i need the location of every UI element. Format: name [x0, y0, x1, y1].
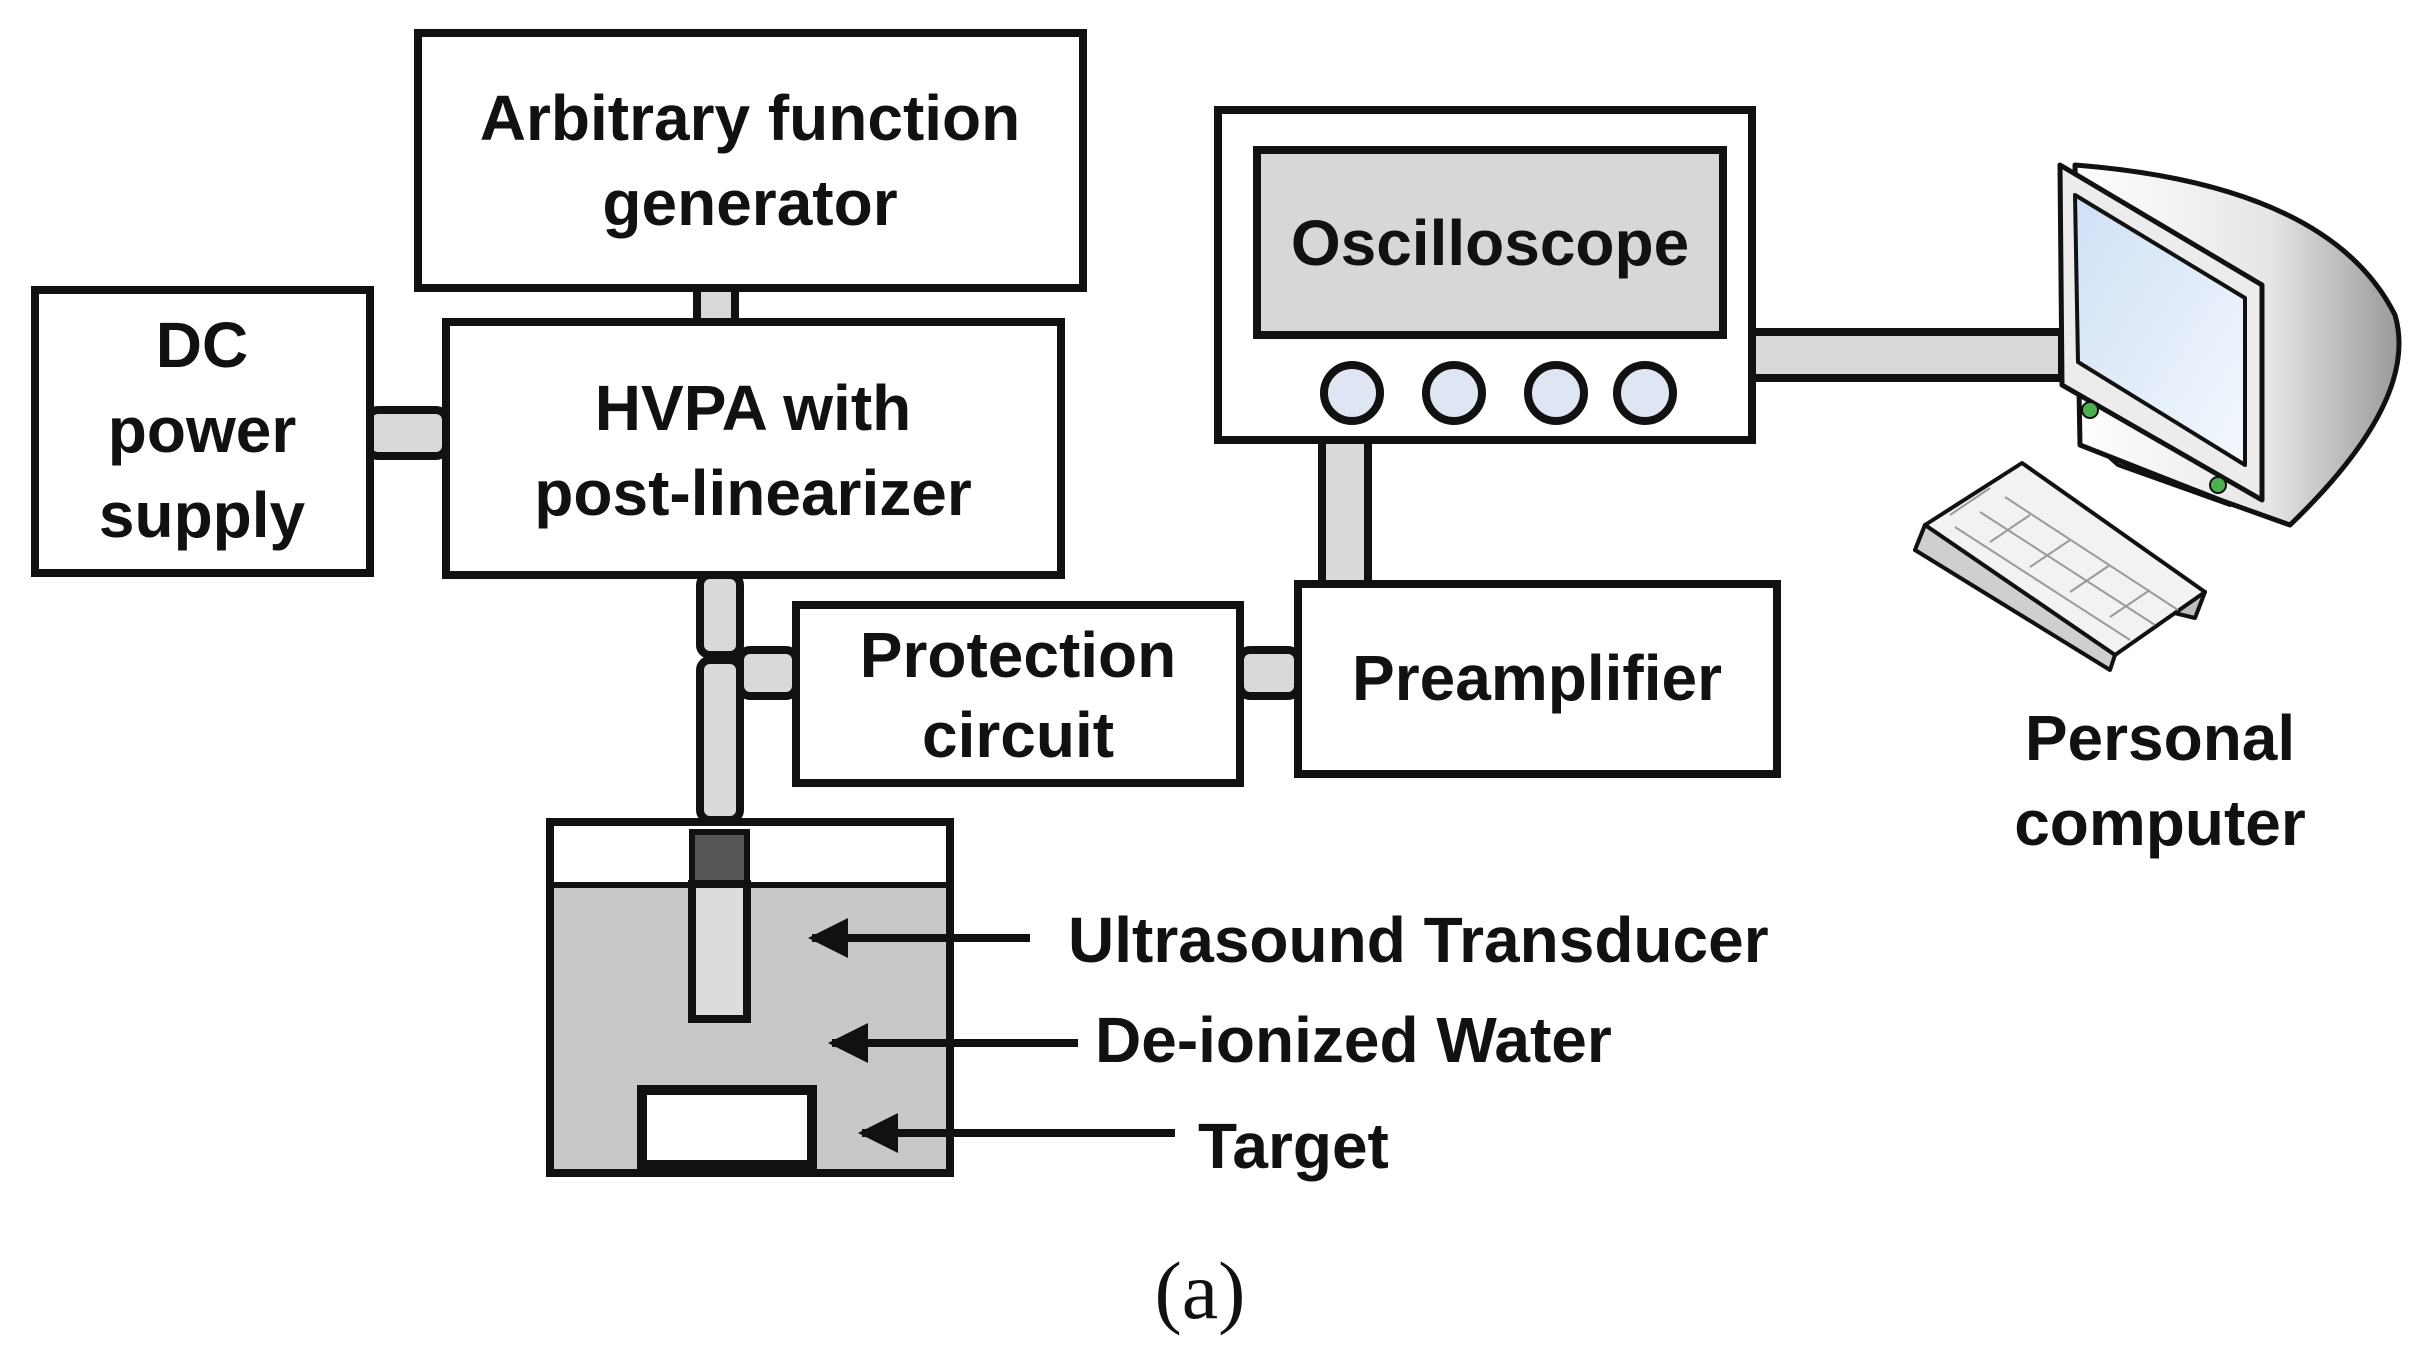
monitor-screen	[2073, 193, 2247, 467]
protection-circuit-block: Protection circuit	[792, 601, 1244, 787]
protection-label-line-1: Protection	[860, 619, 1176, 691]
protection-label-line-2: circuit	[922, 699, 1114, 771]
connectors	[364, 284, 2066, 824]
target	[637, 1085, 817, 1170]
connector-oscilloscope-pc	[1748, 328, 2066, 382]
dc-label-line-2: power	[108, 394, 296, 466]
knob-4	[1613, 361, 1677, 425]
hvpa-label-line-2: post-linearizer	[534, 457, 971, 529]
connector-dc-hvpa	[364, 406, 450, 460]
oscilloscope-label: Oscilloscope	[1291, 207, 1689, 279]
oscilloscope-knobs	[1320, 361, 1677, 425]
hvpa-label-line-1: HVPA with	[595, 372, 911, 444]
connector-hvpa-tank-lower	[696, 656, 744, 824]
connector-protection-preamp	[1236, 646, 1302, 700]
transducer-cap	[689, 829, 750, 887]
preamplifier-label: Preamplifier	[1352, 642, 1722, 714]
keyboard-icon	[1913, 461, 2207, 672]
oscilloscope-screen	[1253, 146, 1727, 339]
connector-junction-protection	[736, 646, 800, 700]
hvpa-block: HVPA with post-linearizer	[442, 318, 1065, 579]
connector-hvpa-tank-upper	[696, 571, 744, 659]
knob-3	[1524, 361, 1588, 425]
label-deionized-water: De-ionized Water	[1095, 1004, 1612, 1076]
afg-label-line-1: Arbitrary function	[480, 82, 1020, 154]
connector-afg-hvpa	[693, 284, 739, 326]
pc-label-line-2: computer	[2014, 787, 2306, 859]
tank-outline	[546, 818, 954, 1177]
label-target: Target	[1198, 1110, 1389, 1182]
knob-1	[1320, 361, 1384, 425]
pc-label-line-1: Personal	[2025, 702, 2295, 774]
figure-caption: (a)	[1154, 1245, 1245, 1336]
personal-computer: Personal computer	[1913, 162, 2402, 859]
oscilloscope-block: Oscilloscope	[1214, 106, 1756, 444]
afg-label-line-2: generator	[602, 167, 897, 239]
label-ultrasound-transducer: Ultrasound Transducer	[1068, 904, 1769, 976]
afg-block: Arbitrary function generator	[414, 29, 1087, 292]
dc-label-line-1: DC	[156, 309, 248, 381]
annotations: Ultrasound Transducer De-ionized Water T…	[808, 904, 1769, 1182]
status-led-icon	[2209, 476, 2227, 494]
dc-power-supply-block: DC power supply	[31, 286, 374, 577]
water-tank	[546, 818, 954, 1177]
dc-label-line-3: supply	[99, 479, 306, 551]
preamplifier-block: Preamplifier	[1294, 580, 1781, 778]
knob-2	[1422, 361, 1486, 425]
power-led-icon	[2081, 401, 2099, 419]
ultrasound-transducer	[688, 880, 751, 1023]
connector-oscilloscope-preamp	[1318, 436, 1372, 588]
